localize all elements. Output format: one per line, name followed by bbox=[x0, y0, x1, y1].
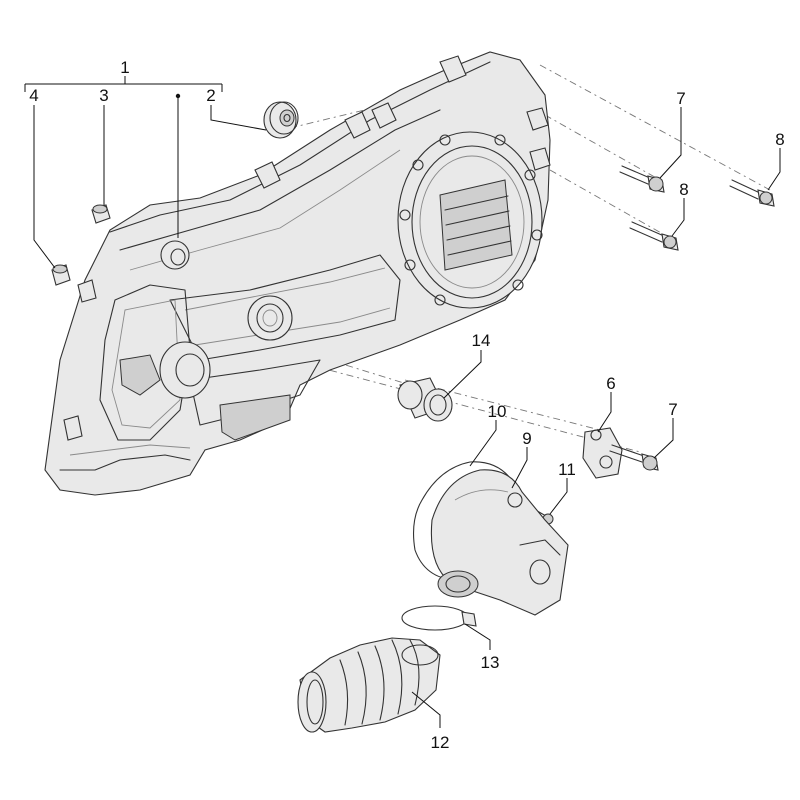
dowel-part-4 bbox=[51, 264, 71, 286]
callout-12: 12 bbox=[431, 733, 450, 752]
bearing-part-2 bbox=[263, 101, 299, 139]
callout-1: 1 bbox=[120, 58, 129, 77]
callout-labels: 1 2 3 4 6 7 7 8 8 9 10 11 12 13 14 bbox=[29, 58, 784, 752]
bellows-part-12 bbox=[297, 637, 441, 733]
dowel-part-3 bbox=[91, 204, 111, 224]
bracket-part-6 bbox=[582, 427, 623, 479]
intake-duct-part-9 bbox=[430, 469, 569, 616]
transmission-cover bbox=[44, 51, 551, 496]
callout-7-upper: 7 bbox=[676, 89, 685, 108]
leader-lines bbox=[24, 76, 781, 728]
callout-13: 13 bbox=[481, 653, 500, 672]
bolt-part-8-lower bbox=[629, 221, 679, 251]
callout-4: 4 bbox=[29, 86, 38, 105]
callout-8-lower: 8 bbox=[679, 180, 688, 199]
callout-14: 14 bbox=[472, 331, 491, 350]
callout-7-lower: 7 bbox=[668, 400, 677, 419]
leader-dot bbox=[175, 93, 181, 99]
callout-10: 10 bbox=[488, 402, 507, 421]
callout-8-right: 8 bbox=[775, 130, 784, 149]
callout-6: 6 bbox=[606, 374, 615, 393]
callout-2: 2 bbox=[206, 86, 215, 105]
callout-3: 3 bbox=[99, 86, 108, 105]
bushing-part-14 bbox=[397, 377, 453, 422]
bolt-part-7-lower bbox=[609, 444, 659, 471]
hose-clamp-part-13 bbox=[401, 605, 477, 631]
bolt-part-8-right bbox=[729, 179, 775, 207]
callout-9: 9 bbox=[522, 429, 531, 448]
bolt-part-7-upper bbox=[619, 165, 665, 193]
callout-11: 11 bbox=[558, 460, 576, 479]
